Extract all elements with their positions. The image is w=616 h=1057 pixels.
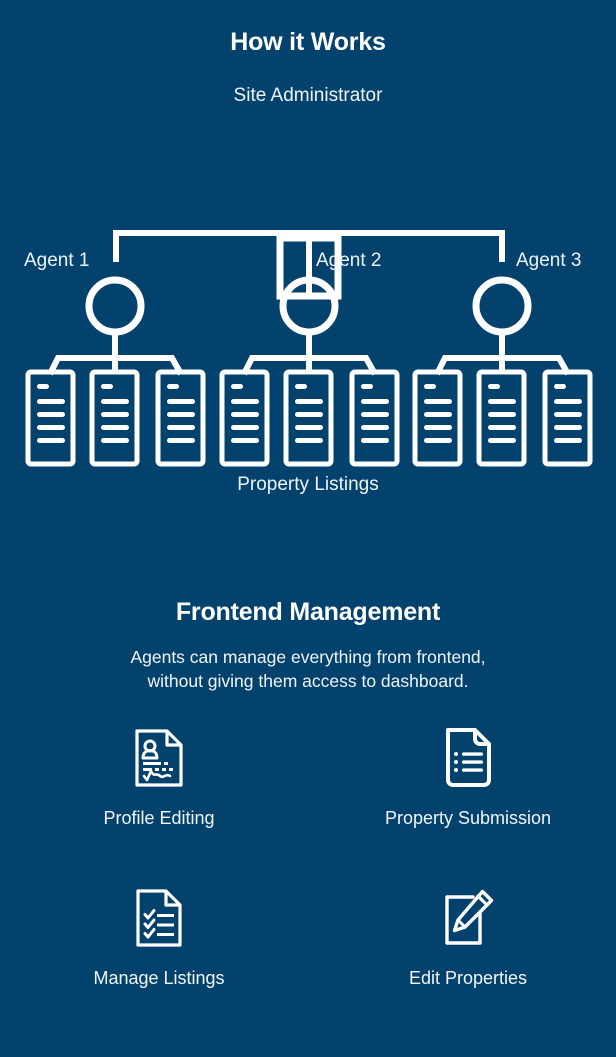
- how-it-works-title: How it Works: [230, 28, 386, 56]
- list-document-icon: [446, 728, 491, 787]
- frontend-management-description: Agents can manage everything from fronte…: [48, 645, 568, 693]
- document-list-icon: [283, 369, 334, 467]
- document-list-icon: [155, 369, 206, 467]
- feature-label-profile-editing: Profile Editing: [103, 808, 215, 828]
- frontend-management-title: Frontend Management: [175, 598, 441, 626]
- feature-grid: Profile Editing Property Submission: [0, 726, 616, 1046]
- circle-node-icon: [85, 276, 145, 336]
- feature-profile-editing: Profile Editing: [0, 726, 308, 886]
- document-list-icon: [542, 369, 593, 467]
- agent-group-2: [219, 276, 400, 467]
- feature-edit-properties: Edit Properties: [308, 886, 616, 1046]
- org-hierarchy-diagram: [0, 112, 616, 472]
- profile-document-icon: [135, 729, 183, 787]
- description-line-2: without giving them access to dashboard.: [147, 671, 469, 691]
- document-list-icon: [349, 369, 400, 467]
- agent-group-3: [412, 276, 593, 467]
- feature-label-edit-properties: Edit Properties: [408, 968, 528, 988]
- agent-label-3: Agent 3: [516, 250, 582, 271]
- feature-label-property-submission: Property Submission: [384, 808, 552, 828]
- hierarchy-svg: [25, 230, 593, 467]
- document-list-icon: [476, 369, 527, 467]
- description-line-1: Agents can manage everything from fronte…: [130, 647, 486, 667]
- edit-pencil-icon: [445, 889, 494, 945]
- feature-label-manage-listings: Manage Listings: [93, 968, 225, 988]
- document-list-icon: [25, 369, 76, 467]
- document-list-icon: [89, 369, 140, 467]
- site-administrator-label: Site Administrator: [233, 85, 383, 106]
- agent-label-2: Agent 2: [316, 250, 382, 271]
- feature-manage-listings: Manage Listings: [0, 886, 308, 1046]
- property-listings-label: Property Listings: [237, 474, 379, 495]
- document-list-icon: [219, 369, 270, 467]
- checklist-document-icon: [136, 889, 182, 947]
- feature-property-submission: Property Submission: [308, 726, 616, 886]
- document-list-icon: [412, 369, 463, 467]
- circle-node-icon: [472, 276, 532, 336]
- agent-label-1: Agent 1: [24, 250, 90, 271]
- agent-group-1: [25, 276, 206, 467]
